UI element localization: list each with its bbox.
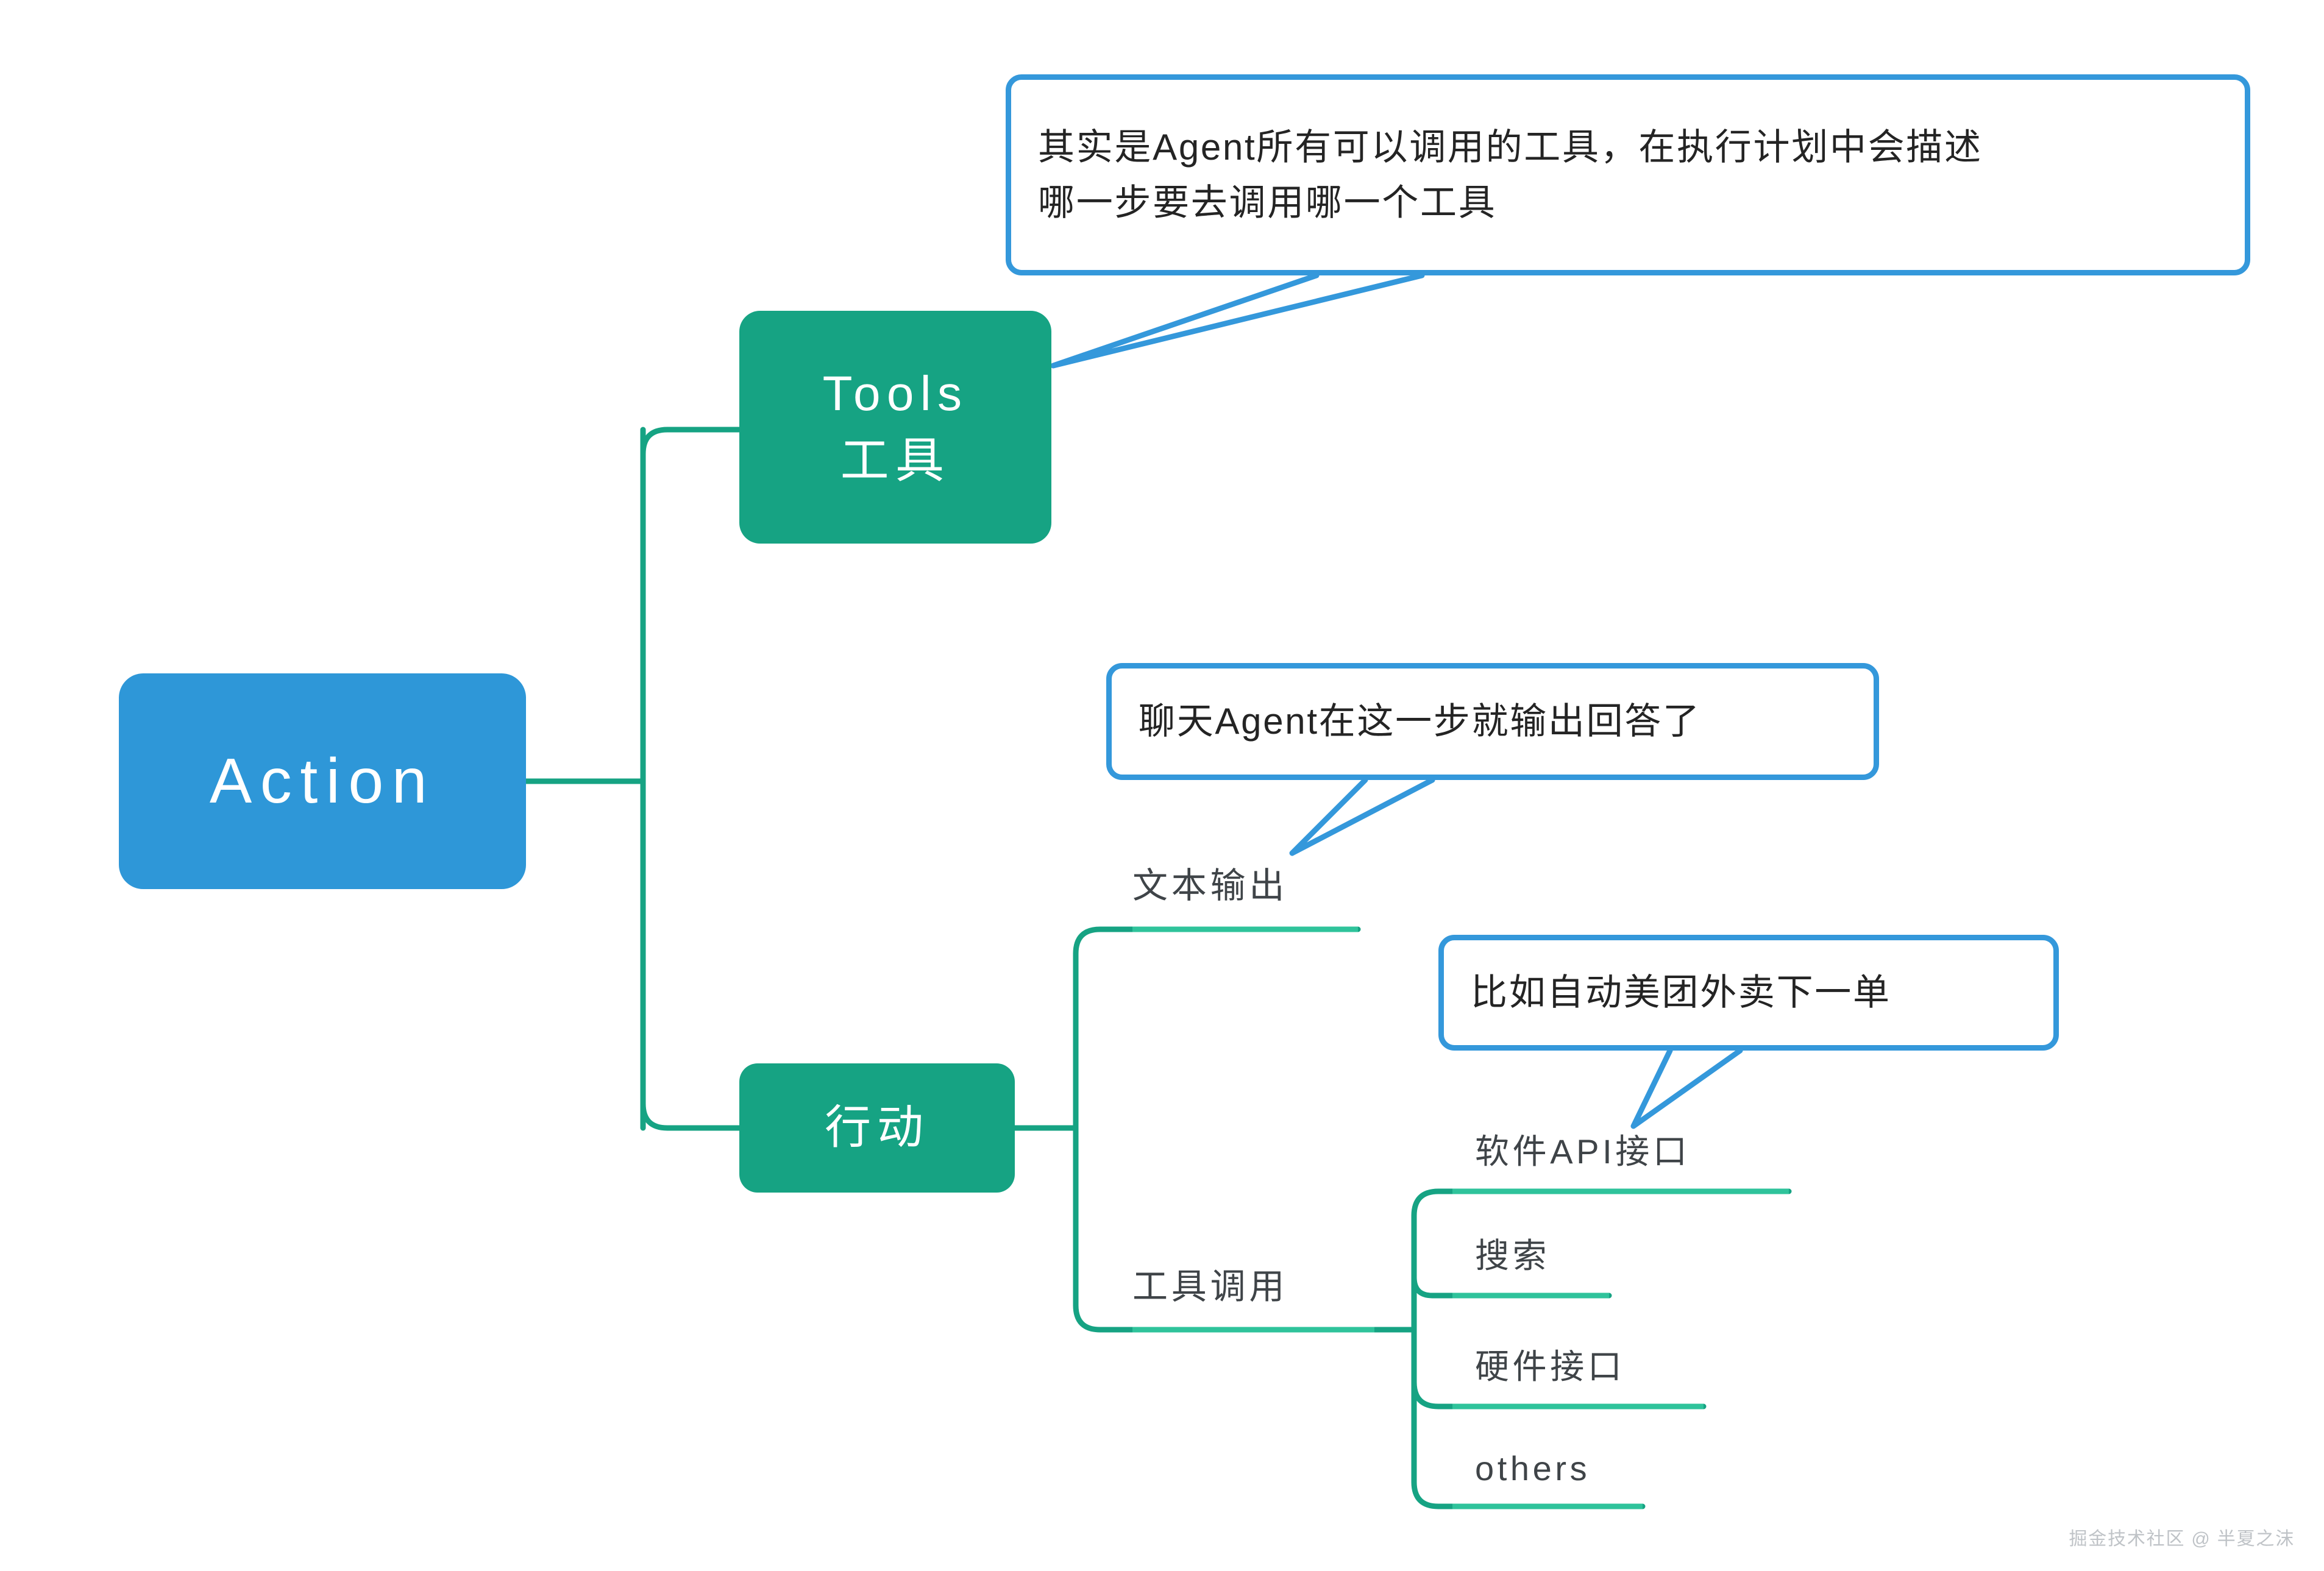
callout-tools-text: 其实是Agent所有可以调用的工具，在执行计划中会描述 哪一步要去调用哪一个工具 xyxy=(1038,126,1983,223)
leaf-search[interactable]: 搜索 xyxy=(1475,1236,1551,1275)
leaf-hardware-api[interactable]: 硬件接口 xyxy=(1475,1347,1626,1386)
wire-leaf-hardware xyxy=(1411,1379,1707,1410)
pointer-api-callout xyxy=(1630,1048,1743,1129)
node-action-cn-label: 行动 xyxy=(825,1102,929,1154)
node-action-root[interactable]: Action xyxy=(119,673,526,889)
node-tools-label-zh: 工具 xyxy=(840,433,951,488)
callout-tools[interactable]: 其实是Agent所有可以调用的工具，在执行计划中会描述 哪一步要去调用哪一个工具 xyxy=(1006,74,2250,275)
node-action-cn[interactable]: 行动 xyxy=(739,1063,1015,1193)
wire-leaf-software-api xyxy=(1411,1188,1792,1219)
wire-action-to-toolcall xyxy=(1073,1302,1377,1333)
leaf-software-api[interactable]: 软件API接口 xyxy=(1475,1132,1691,1171)
pointer-textoutput-callout xyxy=(1289,777,1435,856)
leaf-tool-call[interactable]: 工具调用 xyxy=(1132,1267,1288,1307)
node-tools-label-en: Tools xyxy=(822,366,968,420)
callout-software-api-text: 比如自动美团外卖下一单 xyxy=(1471,972,1891,1013)
callout-text-output-text: 聊天Agent在这一步就输出回答了 xyxy=(1139,701,1701,742)
wire-root-to-action xyxy=(640,778,742,1131)
leaf-text-output[interactable]: 文本输出 xyxy=(1132,866,1288,906)
callout-software-api[interactable]: 比如自动美团外卖下一单 xyxy=(1438,935,2059,1051)
pointer-tools-callout xyxy=(1050,272,1425,369)
leaf-others[interactable]: others xyxy=(1475,1449,1591,1488)
callout-text-output[interactable]: 聊天Agent在这一步就输出回答了 xyxy=(1106,663,1879,780)
wire-root-to-tools xyxy=(640,427,742,577)
watermark: 掘金技术社区 @ 半夏之沫 xyxy=(2069,1529,2295,1549)
node-tools[interactable]: Tools 工具 xyxy=(739,311,1051,544)
wire-action-to-textoutput xyxy=(1073,926,1361,957)
node-action-root-label: Action xyxy=(209,745,436,817)
wire-leaf-search xyxy=(1411,1274,1612,1299)
